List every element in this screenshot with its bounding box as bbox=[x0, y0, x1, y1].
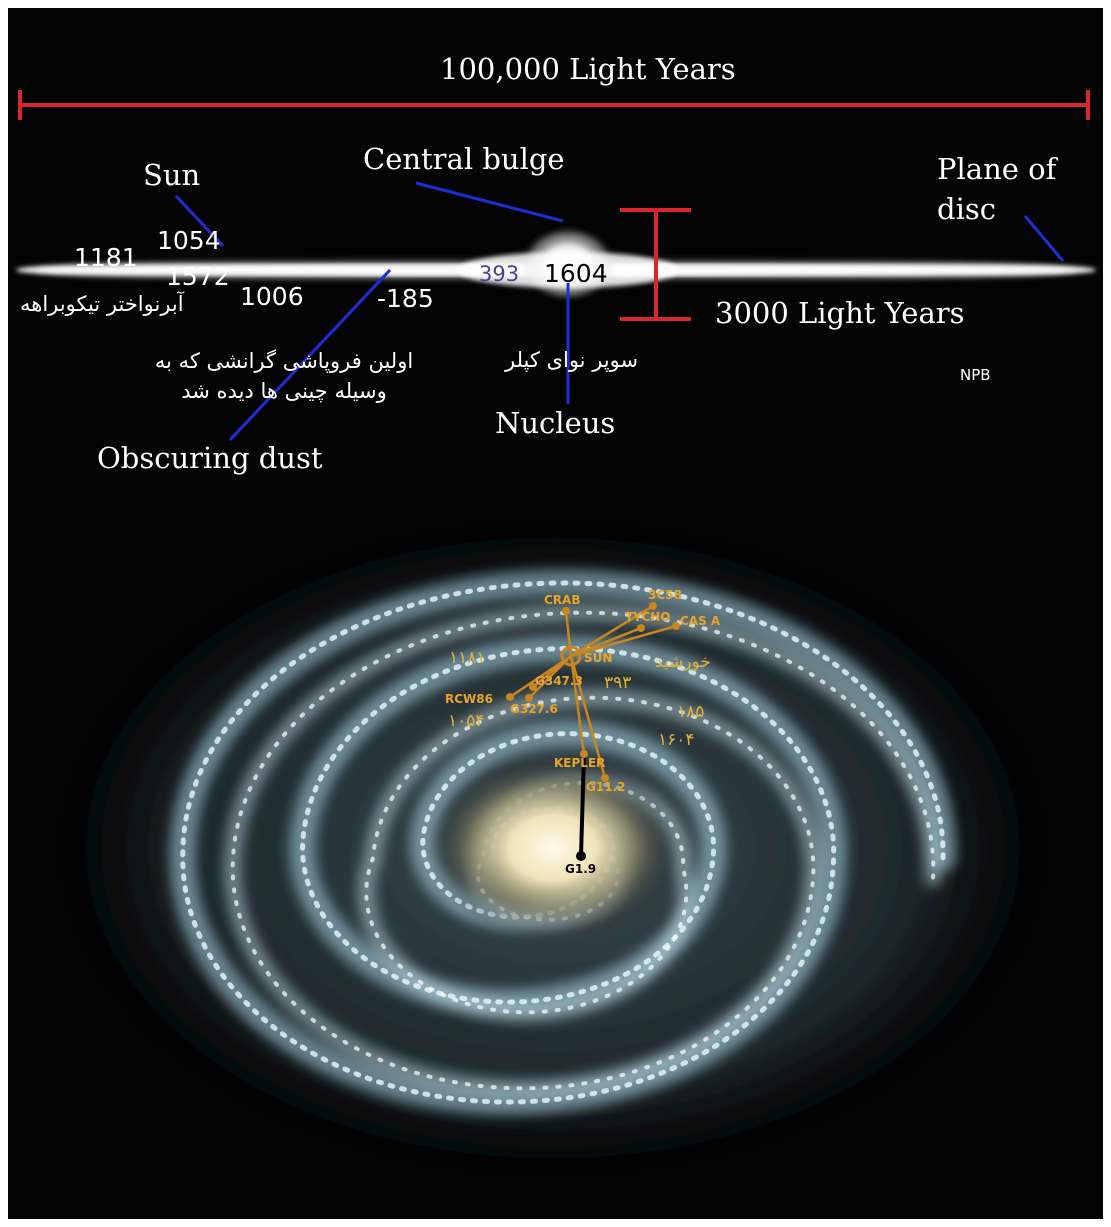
kepler-note: سوپر نوای کپلر bbox=[505, 348, 639, 372]
face-on-galaxy bbox=[33, 503, 1073, 1193]
bulge-pointer bbox=[415, 181, 564, 223]
galactic-center-line bbox=[579, 753, 586, 857]
remnant-g11-2: G11.2 bbox=[586, 780, 626, 794]
thickness-scale-bar bbox=[620, 208, 691, 321]
central-bulge-label: Central bulge bbox=[363, 142, 565, 176]
remnant-crab: CRAB bbox=[544, 593, 581, 607]
sun-label: Sun bbox=[143, 158, 201, 192]
galaxy-figure: 100,000 Light Years Sun Central bulge Pl… bbox=[8, 8, 1103, 1219]
year-1604: 1604 bbox=[544, 259, 608, 288]
remnant-cas-a: CAS A bbox=[680, 614, 721, 628]
remnant-dots bbox=[506, 602, 680, 782]
sun-marker bbox=[560, 645, 582, 667]
remnant-tycho: TYCHO bbox=[625, 610, 671, 624]
plane-pointer bbox=[1023, 215, 1065, 262]
year-1054: 1054 bbox=[157, 226, 221, 255]
dust-pointer bbox=[228, 268, 392, 442]
width-scale-bar bbox=[18, 90, 1090, 120]
galactic-core bbox=[428, 756, 678, 940]
width-label: 100,000 Light Years bbox=[440, 52, 736, 86]
year-1572: 1572 bbox=[166, 262, 230, 291]
remnant-g1-9: G1.9 bbox=[565, 862, 597, 876]
credit-label: NPB bbox=[960, 366, 991, 384]
nucleus-label: Nucleus bbox=[495, 406, 616, 440]
year-393: 393 bbox=[479, 262, 520, 286]
obscuring-dust-label: Obscuring dust bbox=[97, 441, 323, 475]
galaxy-artwork bbox=[16, 90, 1096, 1193]
remnant-3c58: 3C58 bbox=[648, 588, 682, 602]
sun-pointer bbox=[174, 194, 225, 248]
remnant-g347-3: G347.3 bbox=[535, 674, 583, 688]
sun-persian-label: خورشید bbox=[655, 652, 711, 672]
plane-of-disc-label: Plane of disc bbox=[937, 152, 1057, 226]
year-minus-185: -185 bbox=[377, 284, 434, 313]
fa-year-1054: ۱۰۵۴ bbox=[448, 711, 485, 731]
edge-on-disc bbox=[16, 226, 1096, 302]
remnant-sun: SUN bbox=[584, 651, 613, 665]
year-1181: 1181 bbox=[74, 243, 138, 272]
fa-year-185: ۱۸۵ bbox=[677, 702, 705, 722]
remnant-rcw86: RCW86 bbox=[445, 692, 493, 706]
remnant-kepler: KEPLER bbox=[554, 756, 606, 770]
thickness-label: 3000 Light Years bbox=[715, 296, 965, 330]
fa-year-1604: ۱۶۰۴ bbox=[658, 730, 695, 750]
g19-marker bbox=[576, 851, 586, 861]
year-1006: 1006 bbox=[240, 282, 304, 311]
first-chinese-note: اولین فروپاشی گرانشی که به وسیله چینی ها… bbox=[154, 349, 414, 403]
pointer-lines bbox=[174, 181, 1065, 442]
tycho-note: آبرنواختر تیکوبراهه bbox=[20, 292, 184, 316]
fa-year-393: ۳۹۳ bbox=[604, 673, 632, 693]
remnant-g327-6: G327.6 bbox=[510, 702, 558, 716]
fa-year-1181: ۱۱۸۱ bbox=[449, 648, 486, 668]
